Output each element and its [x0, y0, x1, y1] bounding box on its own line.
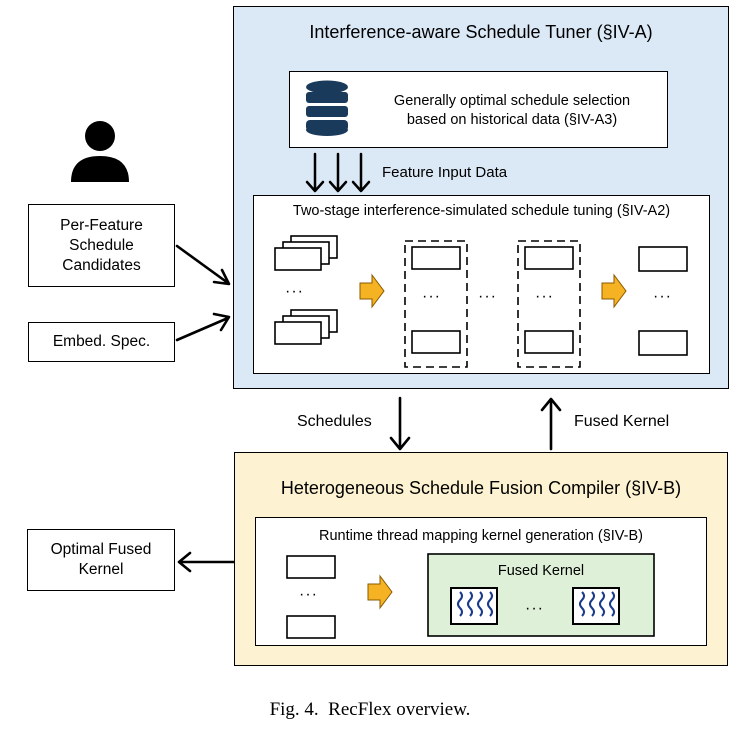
schedule-box — [524, 246, 574, 270]
fused-kernel-flow-label: Fused Kernel — [574, 413, 670, 430]
tuning-stage-title: Two-stage interference-simulated schedul… — [292, 203, 671, 219]
schedule-box — [524, 330, 574, 354]
ellipsis-outputs: ··· — [653, 288, 672, 305]
ellipsis-kernels: ··· — [525, 600, 544, 617]
optimal-fused-kernel-line2: Kernel — [78, 561, 124, 578]
user-icon — [71, 121, 129, 182]
ellipsis-between-groups: ··· — [478, 288, 497, 305]
historical-data-box — [289, 71, 668, 148]
arrow-embed-to-tuner — [175, 312, 231, 342]
runtime-mapping-diagram — [286, 553, 655, 639]
schedule-tuner-title: Interference-aware Schedule Tuner (§IV-A… — [309, 22, 653, 42]
orange-arrow-icon — [359, 273, 385, 309]
historical-data-line2: based on historical data (§IV-A3) — [406, 112, 618, 128]
arrow-schedules-down — [389, 396, 411, 451]
ellipsis-compiler-schedules: ··· — [299, 586, 318, 603]
schedule-box — [411, 246, 461, 270]
schedule-box — [286, 615, 336, 639]
schedule-candidates-line1: Per-Feature — [60, 216, 143, 234]
schedules-label: Schedules — [297, 413, 372, 430]
feature-input-arrows — [305, 152, 371, 193]
historical-data-text: Generally optimal schedule selection bas… — [356, 92, 668, 130]
database-icon — [306, 80, 348, 136]
schedule-box — [286, 555, 336, 579]
schedule-box — [411, 330, 461, 354]
orange-arrow-icon — [601, 273, 627, 309]
optimal-fused-kernel-line1: Optimal Fused — [50, 541, 152, 558]
tuning-stage-diagram — [274, 235, 688, 368]
optimal-fused-kernel-box: Optimal Fused Kernel — [27, 529, 175, 591]
schedule-candidates-line2: Schedule — [69, 236, 134, 254]
arrow-candidates-to-tuner — [175, 244, 231, 286]
arrow-to-optimal-kernel — [177, 551, 236, 573]
ellipsis-group2: ··· — [535, 288, 554, 305]
figure-caption: Fig. 4. RecFlex overview. — [269, 699, 471, 720]
feature-input-label: Feature Input Data — [382, 164, 508, 181]
orange-arrow-icon — [367, 574, 393, 610]
embed-spec-label: Embed. Spec. — [52, 333, 151, 350]
ellipsis-candidates: ··· — [285, 283, 304, 300]
historical-data-line1: Generally optimal schedule selection — [393, 93, 631, 109]
runtime-mapping-title: Runtime thread mapping kernel generation… — [318, 528, 643, 544]
output-schedule-box — [638, 330, 688, 356]
candidate-box — [274, 247, 322, 271]
thread-kernel-icon — [450, 587, 498, 625]
candidate-box — [274, 321, 322, 345]
tuning-stage-box — [253, 195, 710, 374]
arrow-fused-kernel-up — [540, 397, 562, 451]
fusion-compiler-title: Heterogeneous Schedule Fusion Compiler (… — [280, 478, 682, 498]
embed-spec-box: Embed. Spec. — [28, 322, 175, 362]
schedule-candidates-box: Per-Feature Schedule Candidates — [28, 204, 175, 287]
ellipsis-group1: ··· — [422, 288, 441, 305]
thread-kernel-icon — [572, 587, 620, 625]
fused-kernel-inner-label: Fused Kernel — [497, 563, 585, 579]
output-schedule-box — [638, 246, 688, 272]
schedule-candidates-line3: Candidates — [62, 256, 141, 274]
